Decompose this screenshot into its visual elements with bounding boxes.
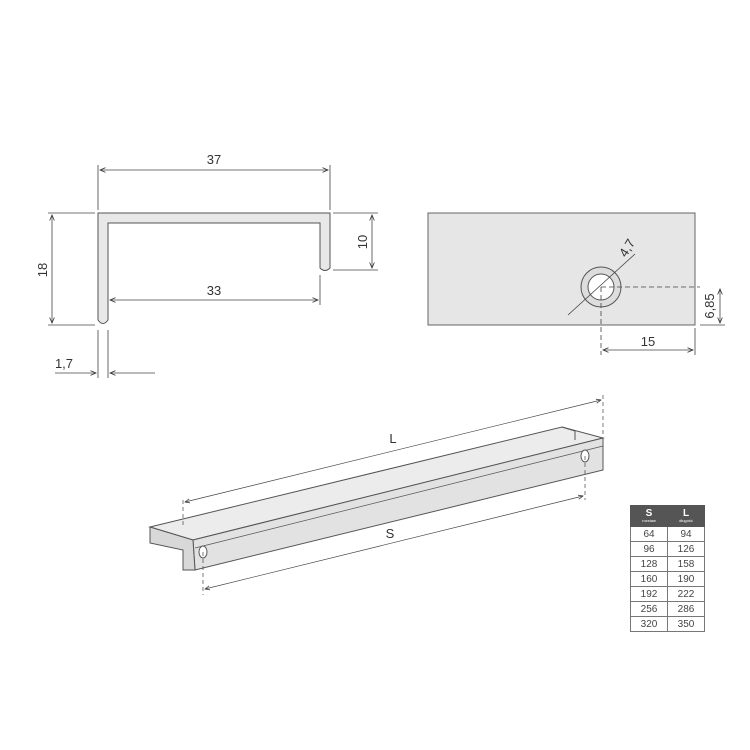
cell: 64 (630, 526, 668, 542)
header-sub: rozstaw (642, 518, 656, 523)
hole-horizontal-offset: 15 (641, 334, 655, 349)
cell: 126 (667, 541, 705, 557)
cell: 320 (630, 616, 668, 632)
cell: 160 (630, 571, 668, 587)
inner-width-dimension: 33 (207, 283, 221, 298)
length-label: L (389, 431, 396, 446)
spacing-label: S (386, 526, 395, 541)
cell: 256 (630, 601, 668, 617)
cell: 350 (667, 616, 705, 632)
lip-dimension: 10 (355, 235, 370, 249)
profile-section: 37 18 10 33 1,7 (35, 152, 378, 378)
height-dimension: 18 (35, 263, 50, 277)
cell: 286 (667, 601, 705, 617)
cell: 222 (667, 586, 705, 602)
cell: 158 (667, 556, 705, 572)
front-view: 4,7 6,85 15 (427, 212, 725, 355)
header-sub: długość (679, 518, 693, 523)
cell: 192 (630, 586, 668, 602)
handle-perspective (148, 395, 605, 595)
cell: 128 (630, 556, 668, 572)
cell: 190 (667, 571, 705, 587)
width-dimension: 37 (207, 152, 221, 167)
header-label: S (645, 508, 653, 519)
cell: 96 (630, 541, 668, 557)
hole-vertical-offset: 6,85 (702, 293, 717, 318)
cell: 94 (667, 526, 705, 542)
thickness-dimension: 1,7 (55, 356, 73, 371)
header-label: L (682, 508, 690, 519)
